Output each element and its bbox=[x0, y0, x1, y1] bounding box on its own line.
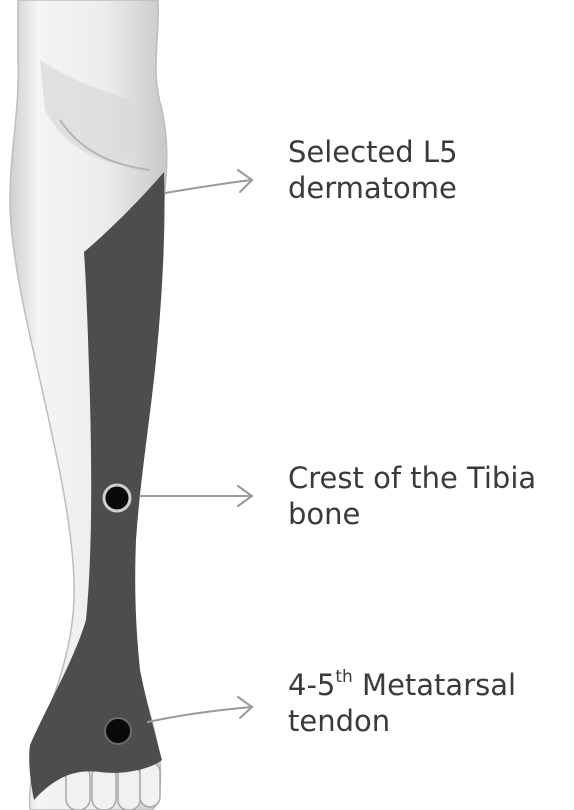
metatarsal-superscript: th bbox=[335, 667, 352, 687]
dermatome-label-line2: dermatome bbox=[288, 170, 458, 206]
tibia-label: Crest of the Tibia bone bbox=[288, 460, 536, 532]
tibia-crest-marker bbox=[104, 485, 130, 511]
metatarsal-label: 4-5th Metatarsal tendon bbox=[288, 667, 516, 739]
tibia-label-line1: Crest of the Tibia bbox=[288, 460, 536, 496]
metatarsal-label-line1: 4-5th Metatarsal bbox=[288, 667, 516, 703]
metatarsal-label-line2: tendon bbox=[288, 703, 516, 739]
tibia-label-line2: bone bbox=[288, 496, 536, 532]
metatarsal-tendon-marker bbox=[105, 718, 131, 744]
dermatome-label: Selected L5 dermatome bbox=[288, 134, 458, 206]
metatarsal-suffix: Metatarsal bbox=[353, 668, 516, 702]
metatarsal-prefix: 4-5 bbox=[288, 668, 335, 702]
leader-line-metatarsal bbox=[148, 707, 252, 722]
leader-line-dermatome bbox=[165, 180, 252, 193]
dermatome-label-line1: Selected L5 bbox=[288, 134, 458, 170]
